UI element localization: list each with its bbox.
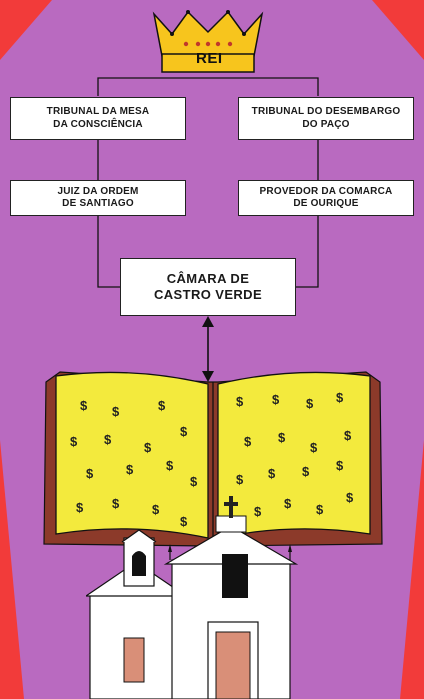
svg-text:$: $ bbox=[336, 458, 344, 473]
svg-text:$: $ bbox=[104, 432, 112, 447]
svg-text:$: $ bbox=[336, 390, 344, 405]
svg-text:$: $ bbox=[158, 398, 166, 413]
svg-text:$: $ bbox=[180, 514, 188, 529]
double-arrow-icon bbox=[202, 316, 214, 382]
svg-text:$: $ bbox=[254, 504, 262, 519]
svg-text:$: $ bbox=[236, 394, 244, 409]
provedor-comarca-ourique-box: PROVEDOR DA COMARCA DE OURIQUE bbox=[238, 180, 414, 216]
svg-text:$: $ bbox=[126, 462, 134, 477]
svg-text:$: $ bbox=[236, 472, 244, 487]
camara-castro-verde-box: CÂMARA DE CASTRO VERDE bbox=[120, 258, 296, 316]
svg-text:$: $ bbox=[112, 404, 120, 419]
svg-text:$: $ bbox=[272, 392, 280, 407]
svg-text:$: $ bbox=[346, 490, 354, 505]
svg-text:$: $ bbox=[144, 440, 152, 455]
svg-text:$: $ bbox=[268, 466, 276, 481]
church-building-icon bbox=[86, 515, 299, 699]
svg-text:$: $ bbox=[302, 464, 310, 479]
open-book-icon: $$$ $$$$ $$$$ $$$$ $$$$ $$$$ $$$$ $$$$ bbox=[43, 371, 383, 547]
svg-text:$: $ bbox=[76, 500, 84, 515]
svg-text:$: $ bbox=[180, 424, 188, 439]
cross-icon bbox=[224, 496, 238, 518]
svg-text:$: $ bbox=[80, 398, 88, 413]
crown-icon bbox=[152, 10, 264, 73]
svg-text:$: $ bbox=[310, 440, 318, 455]
svg-text:$: $ bbox=[70, 434, 78, 449]
svg-text:$: $ bbox=[284, 496, 292, 511]
svg-text:$: $ bbox=[306, 396, 314, 411]
svg-text:$: $ bbox=[86, 466, 94, 481]
svg-text:$: $ bbox=[244, 434, 252, 449]
svg-text:$: $ bbox=[112, 496, 120, 511]
svg-text:$: $ bbox=[152, 502, 160, 517]
tribunal-desembargo-paco-box: TRIBUNAL DO DESEMBARGO DO PAÇO bbox=[238, 97, 414, 140]
tribunal-mesa-consciencia-box: TRIBUNAL DA MESA DA CONSCIÊNCIA bbox=[10, 97, 186, 140]
svg-text:$: $ bbox=[190, 474, 198, 489]
svg-text:$: $ bbox=[344, 428, 352, 443]
juiz-ordem-santiago-box: JUIZ DA ORDEM DE SANTIAGO bbox=[10, 180, 186, 216]
dollar-sign-icon: $$$ $$$$ $$$$ $$$$ $$$$ $$$$ $$$$ $$$$ bbox=[70, 390, 354, 529]
svg-text:$: $ bbox=[166, 458, 174, 473]
svg-text:$: $ bbox=[316, 502, 324, 517]
svg-text:$: $ bbox=[278, 430, 286, 445]
crown-label: REI bbox=[196, 50, 223, 67]
